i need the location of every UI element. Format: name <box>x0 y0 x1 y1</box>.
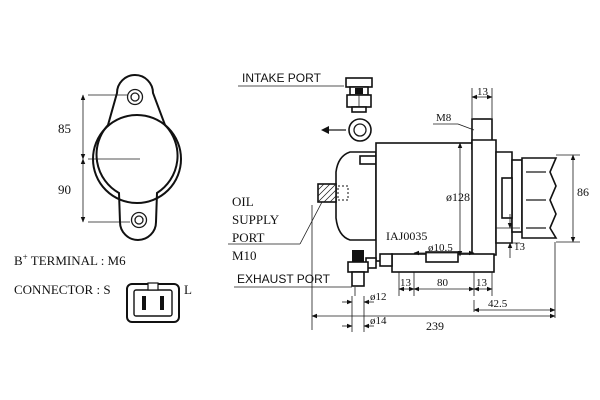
intake-cap <box>345 77 373 88</box>
dim-right-13: 13 <box>514 241 526 253</box>
dim-dia-128: ø128 <box>446 190 470 204</box>
oil-port-label-4: M10 <box>232 248 257 263</box>
intake-port-fitting <box>345 77 373 113</box>
dim-bottom-80: 80 <box>437 277 449 289</box>
front-frame <box>471 139 497 256</box>
rear-housing <box>335 151 377 241</box>
oil-port-label-3: PORT <box>232 230 265 245</box>
dim-dia-10-5: ø10.5 <box>428 242 453 254</box>
connector-l-label: L <box>184 282 192 297</box>
bottom-bolt-hole-inner <box>134 215 144 225</box>
dim-239: 239 <box>426 319 444 333</box>
oil-port-leader <box>299 201 323 245</box>
dim-dia-12: ø12 <box>370 291 387 303</box>
top-bolt-hole <box>126 88 144 106</box>
b-terminal-label: B+ TERMINAL : M6 <box>14 252 126 268</box>
top-bolt-hole-inner <box>130 92 140 102</box>
dim-bottom-13-right: 13 <box>476 277 488 289</box>
dim-top-13: 13 <box>477 86 489 98</box>
oil-port-label-2: SUPPLY <box>232 212 280 227</box>
dim-85: 85 <box>58 121 71 136</box>
oil-port-label-1: OIL <box>232 194 254 209</box>
connector-pin-l <box>160 296 164 310</box>
mount-flange-view: 85 90 <box>58 74 182 241</box>
exhaust-tube <box>351 271 365 287</box>
o-ring <box>348 118 372 142</box>
exhaust-port-label: EXHAUST PORT <box>237 272 331 286</box>
dim-bottom-13-left: 13 <box>400 277 412 289</box>
terminal-info: B+ TERMINAL : M6 CONNECTOR : S L <box>14 252 192 297</box>
pulley <box>521 157 558 239</box>
dim-90: 90 <box>58 182 71 197</box>
fan <box>511 159 523 233</box>
part-number: IAJ0035 <box>386 229 427 243</box>
connector-icon <box>126 282 180 323</box>
connector-latch <box>147 282 159 291</box>
intake-port-label: INTAKE PORT <box>242 71 322 85</box>
dim-86: 86 <box>577 185 589 199</box>
dim-42-5: 42.5 <box>488 298 508 310</box>
oil-port-hatch <box>317 183 349 203</box>
dim-dia-14: ø14 <box>370 315 387 327</box>
connector-socket <box>133 289 173 317</box>
exhaust-port-fitting <box>347 250 369 296</box>
dim-m8: M8 <box>436 112 452 124</box>
bottom-bolt-hole <box>130 211 148 229</box>
connector-pin-s <box>142 296 146 310</box>
alternator-body <box>317 118 558 273</box>
center-body <box>375 142 475 262</box>
exhaust-nut <box>347 261 369 273</box>
intake-thread <box>351 106 367 113</box>
flange-outline <box>95 74 179 241</box>
connector-label: CONNECTOR : S <box>14 282 111 297</box>
